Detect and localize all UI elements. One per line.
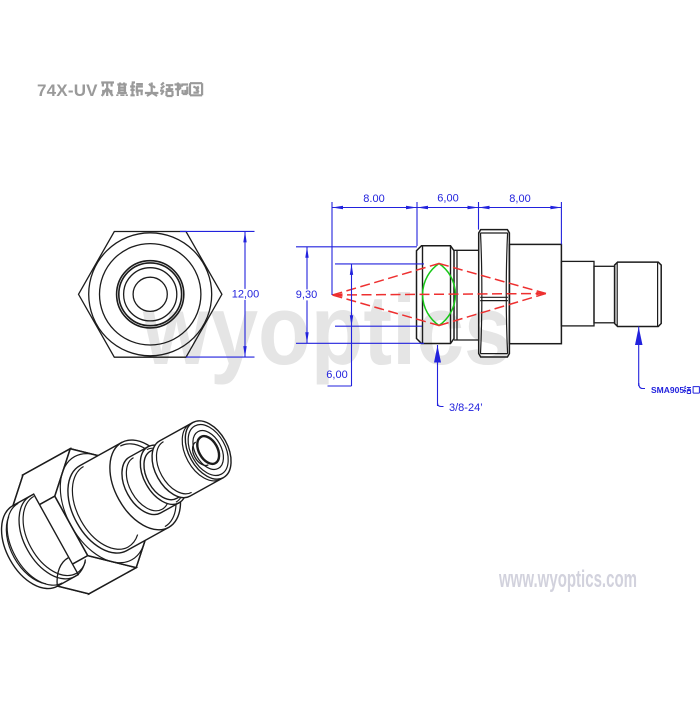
svg-text:8,00: 8,00 <box>509 193 530 205</box>
svg-text:3/8-24’: 3/8-24’ <box>449 402 483 414</box>
svg-text:12,00: 12,00 <box>232 289 260 301</box>
svg-text:6,00: 6,00 <box>326 369 347 381</box>
svg-text:74X-UV: 74X-UV <box>37 81 98 100</box>
svg-text:www.wyoptics.com: www.wyoptics.com <box>498 566 637 593</box>
svg-text:SMA905: SMA905 <box>651 385 684 395</box>
svg-text:6,00: 6,00 <box>437 193 458 205</box>
svg-text:9,30: 9,30 <box>296 289 317 301</box>
svg-text:8.00: 8.00 <box>363 193 384 205</box>
